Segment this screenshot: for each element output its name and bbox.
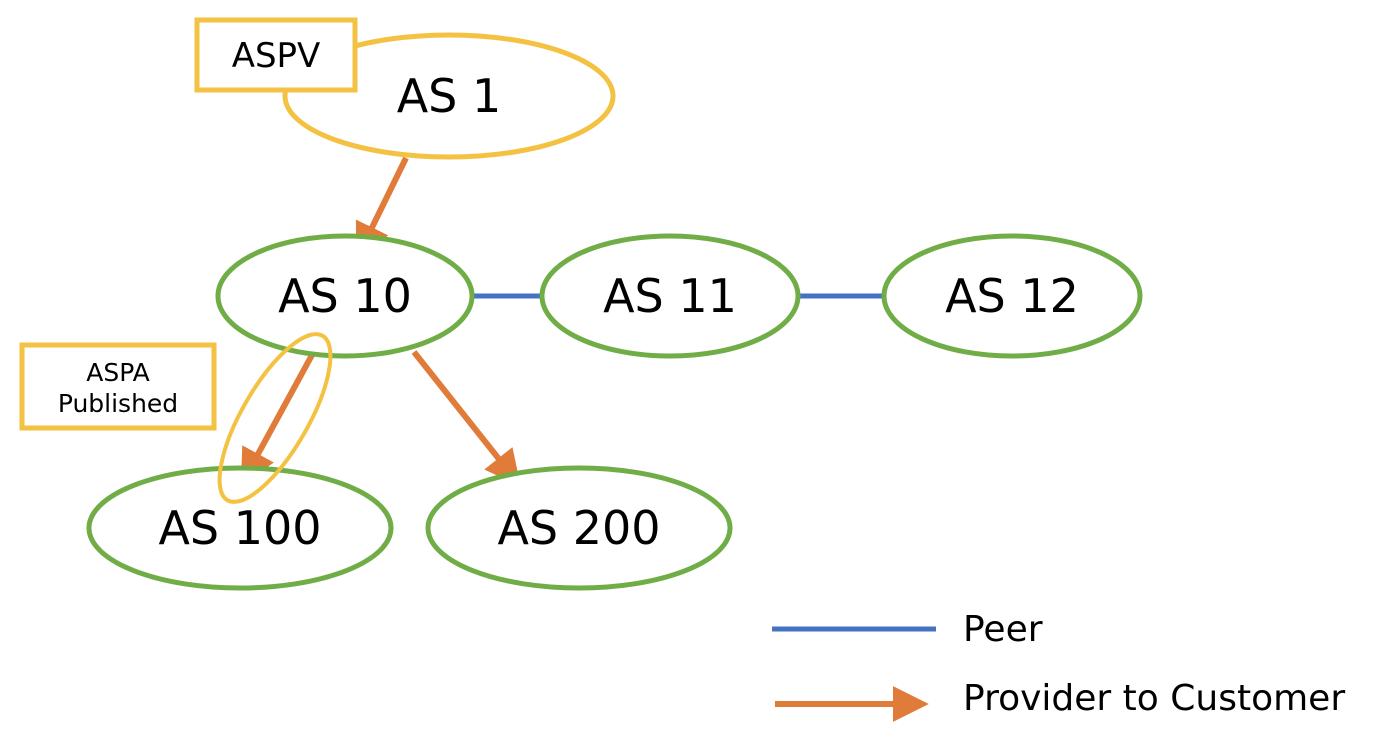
node-as12: AS 12 (881, 233, 1143, 359)
provider-link-as10-as100 (240, 353, 315, 486)
aspa-highlight-ellipse (217, 332, 333, 504)
node-as10: AS 10 (215, 233, 475, 359)
aspa-published-tag-box (19, 342, 217, 431)
aspv-tag: ASPV (194, 17, 358, 93)
legend-provider-label: Provider to Customer (963, 678, 1345, 719)
node-as12-label: AS 12 (945, 269, 1079, 323)
node-as1: AS 1 (282, 32, 616, 160)
legend: Peer Provider to Customer (772, 609, 1345, 722)
node-as10-ellipse (215, 233, 475, 359)
node-as11-ellipse (539, 233, 801, 359)
aspa-published-tag-line1: ASPA (86, 358, 150, 387)
node-as1-label: AS 1 (397, 69, 502, 123)
node-as100-ellipse (86, 465, 394, 591)
node-as10-label: AS 10 (278, 269, 412, 323)
aspa-published-tag-line2: Published (58, 389, 178, 418)
node-as200-label: AS 200 (497, 501, 660, 555)
aspv-tag-box (194, 17, 358, 93)
node-as200: AS 200 (425, 465, 733, 591)
node-as1-ellipse (282, 32, 616, 160)
aspv-tag-label: ASPV (232, 36, 321, 76)
legend-peer-label: Peer (963, 609, 1043, 650)
node-as11: AS 11 (539, 233, 801, 359)
aspa-published-tag: ASPA Published (19, 342, 217, 431)
node-as200-ellipse (425, 465, 733, 591)
node-as100: AS 100 (86, 465, 394, 591)
node-as11-label: AS 11 (603, 269, 737, 323)
node-as100-label: AS 100 (158, 501, 321, 555)
node-as12-ellipse (881, 233, 1143, 359)
provider-link-as10-as200 (411, 350, 521, 487)
